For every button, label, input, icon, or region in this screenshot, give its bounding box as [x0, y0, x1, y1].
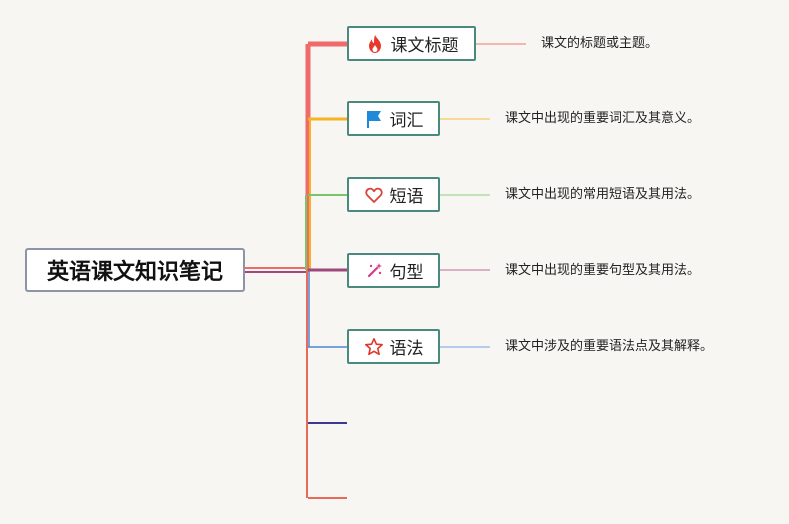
root-node[interactable]: 英语课文知识笔记: [25, 248, 245, 292]
root-node-label: 英语课文知识笔记: [46, 260, 223, 285]
star-icon: [364, 337, 384, 357]
branch-description: 课文中出现的重要句型及其用法。: [505, 263, 701, 278]
branch-node-label: 句型: [389, 263, 424, 283]
branch-node-sentence-patterns[interactable]: 句型: [347, 253, 440, 288]
branch-description: 课文中涉及的重要语法点及其解释。: [505, 339, 714, 354]
branch-node-label: 课文标题: [390, 36, 459, 56]
branch-node-label: 词汇: [389, 111, 424, 131]
branch-description: 课文中出现的重要词汇及其意义。: [505, 111, 701, 126]
branch-node-vocabulary[interactable]: 词汇: [347, 101, 440, 136]
branch-node-label: 语法: [389, 339, 424, 359]
branch-description: 课文中出现的常用短语及其用法。: [505, 187, 701, 202]
branch-description: 课文的标题或主题。: [541, 36, 659, 51]
heart-icon: [364, 185, 384, 205]
branch-node-grammar[interactable]: 语法: [347, 329, 440, 364]
fire-icon: [365, 34, 385, 54]
sparkle-wand-icon: [364, 261, 384, 281]
branch-node-label: 短语: [389, 187, 424, 207]
branch-node-title[interactable]: 课文标题: [347, 26, 476, 61]
flag-icon: [364, 109, 384, 129]
branch-node-phrases[interactable]: 短语: [347, 177, 440, 212]
